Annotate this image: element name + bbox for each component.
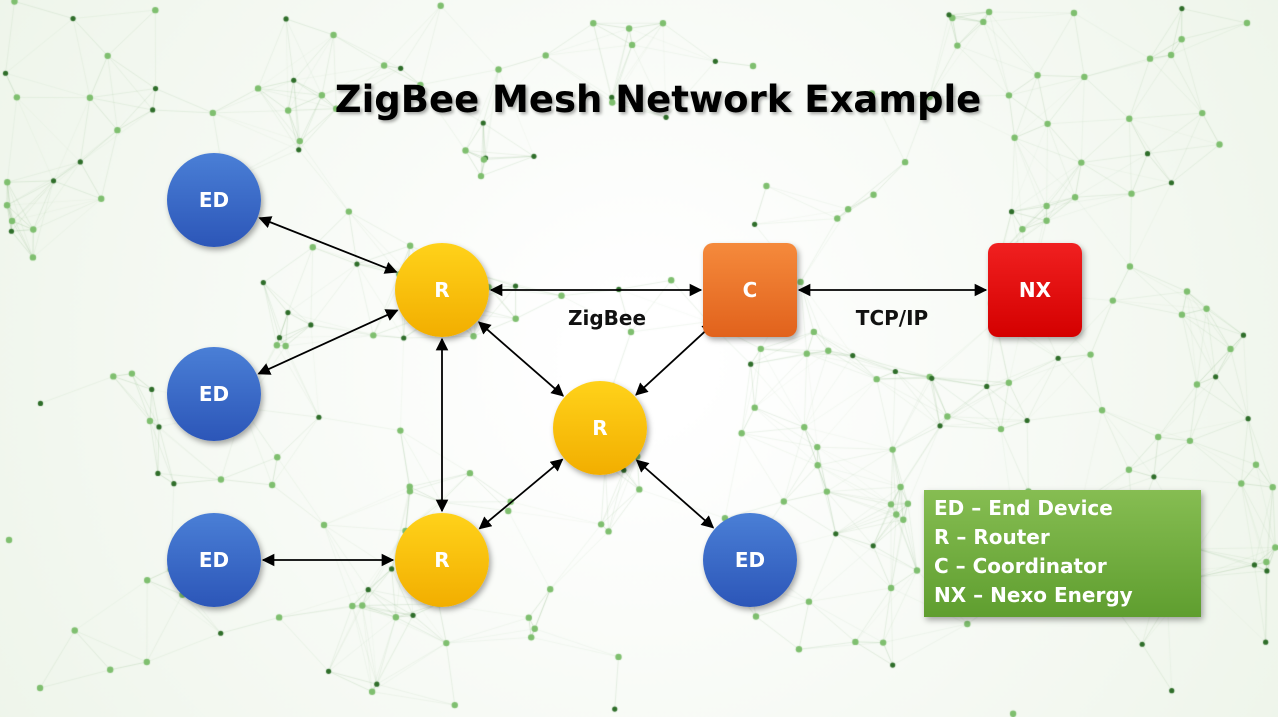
edge-r2-c xyxy=(635,322,715,396)
node-label: R xyxy=(434,278,450,302)
node-label: NX xyxy=(1018,278,1052,302)
edge-label-c-nx: TCP/IP xyxy=(855,306,929,330)
node-label: R xyxy=(434,548,450,572)
node-ed2: ED xyxy=(167,347,261,441)
edge-r2-r3 xyxy=(478,458,564,530)
node-label: R xyxy=(592,416,608,440)
edge-r2-ed4 xyxy=(635,459,715,529)
edge-ed2-r1 xyxy=(257,309,399,375)
node-ed3: ED xyxy=(167,513,261,607)
legend-item-nexo-energy: NX – Nexo Energy xyxy=(934,583,1133,607)
node-c: C xyxy=(703,243,797,337)
node-ed1: ED xyxy=(167,153,261,247)
node-label: ED xyxy=(198,382,230,406)
page-title: ZigBee Mesh Network Example xyxy=(334,78,982,121)
node-r2: R xyxy=(553,381,647,475)
node-r3: R xyxy=(395,513,489,607)
node-ed4: ED xyxy=(703,513,797,607)
node-label: ED xyxy=(734,548,766,572)
node-label: C xyxy=(742,278,758,302)
legend-item-end-device: ED – End Device xyxy=(934,496,1113,520)
edge-label-r1-c: ZigBee xyxy=(567,306,647,330)
edge-r1-r2 xyxy=(477,321,565,397)
node-label: ED xyxy=(198,188,230,212)
legend-item-router: R – Router xyxy=(934,525,1050,549)
node-nx: NX xyxy=(988,243,1082,337)
legend-item-coordinator: C – Coordinator xyxy=(934,554,1107,578)
node-label: ED xyxy=(198,548,230,572)
edge-ed1-r1 xyxy=(258,216,398,274)
legend: ED – End Device R – Router C – Coordinat… xyxy=(924,490,1201,617)
node-r1: R xyxy=(395,243,489,337)
